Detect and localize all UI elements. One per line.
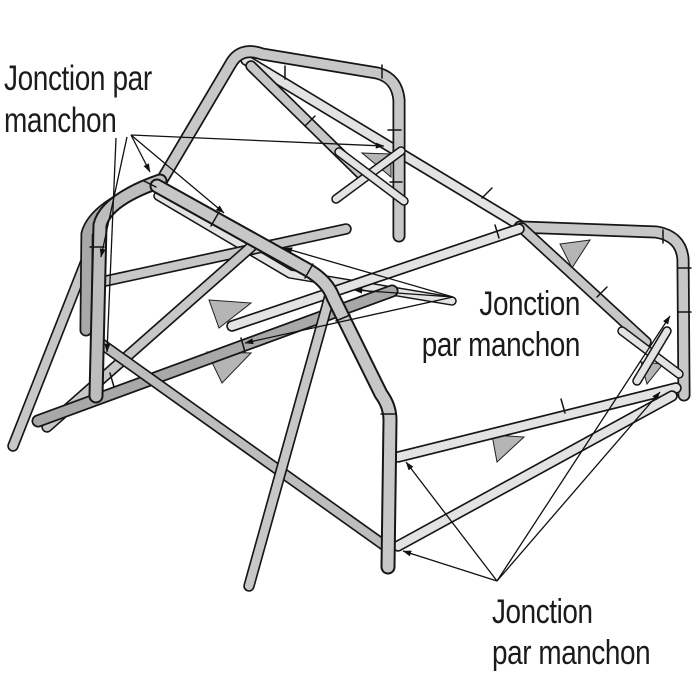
right-x-brace-tube	[632, 326, 672, 386]
gusset-plate	[559, 239, 592, 270]
label-line: par manchon	[421, 326, 581, 364]
sleeve-joint-ticks	[89, 64, 692, 415]
label-jonction-par-manchon-top-left: Jonction par manchon	[4, 58, 152, 142]
annotation-arrows-middle	[244, 247, 454, 345]
label-jonction-par-manchon-bottom: Jonction par manchon	[492, 592, 651, 674]
label-line: Jonction par	[4, 59, 152, 98]
label-jonction-par-manchon-middle: Jonction par manchon	[375, 284, 581, 366]
dash-bar-tube	[95, 223, 352, 288]
steering-brace-tube	[243, 289, 336, 592]
door-diagonal-tube	[41, 241, 257, 433]
rear-x-brace-tube	[334, 147, 409, 206]
annotation-arrows-bottom	[402, 315, 671, 582]
rear-brace-tube	[516, 222, 652, 348]
label-line: par manchon	[492, 634, 651, 672]
lower-longeron-lower-tube	[392, 390, 678, 552]
gusset-plate	[208, 299, 253, 329]
roof-diagonal-tube	[240, 54, 527, 232]
cross-door-bar-tube	[90, 334, 394, 554]
gusset-plate	[491, 434, 526, 463]
annotation-arrows-top-left	[99, 134, 385, 353]
label-line: Jonction	[492, 593, 593, 631]
rear-top-hoop-tube	[155, 45, 406, 243]
label-line: Jonction	[479, 285, 580, 323]
lower-longeron-upper-tube	[392, 382, 682, 463]
roof-side-rail-and-right-leg-tube	[513, 220, 691, 402]
parcel-shelf-tube	[226, 223, 525, 332]
front-hoop-left-leg-tube	[88, 173, 168, 404]
label-line: manchon	[4, 101, 117, 140]
